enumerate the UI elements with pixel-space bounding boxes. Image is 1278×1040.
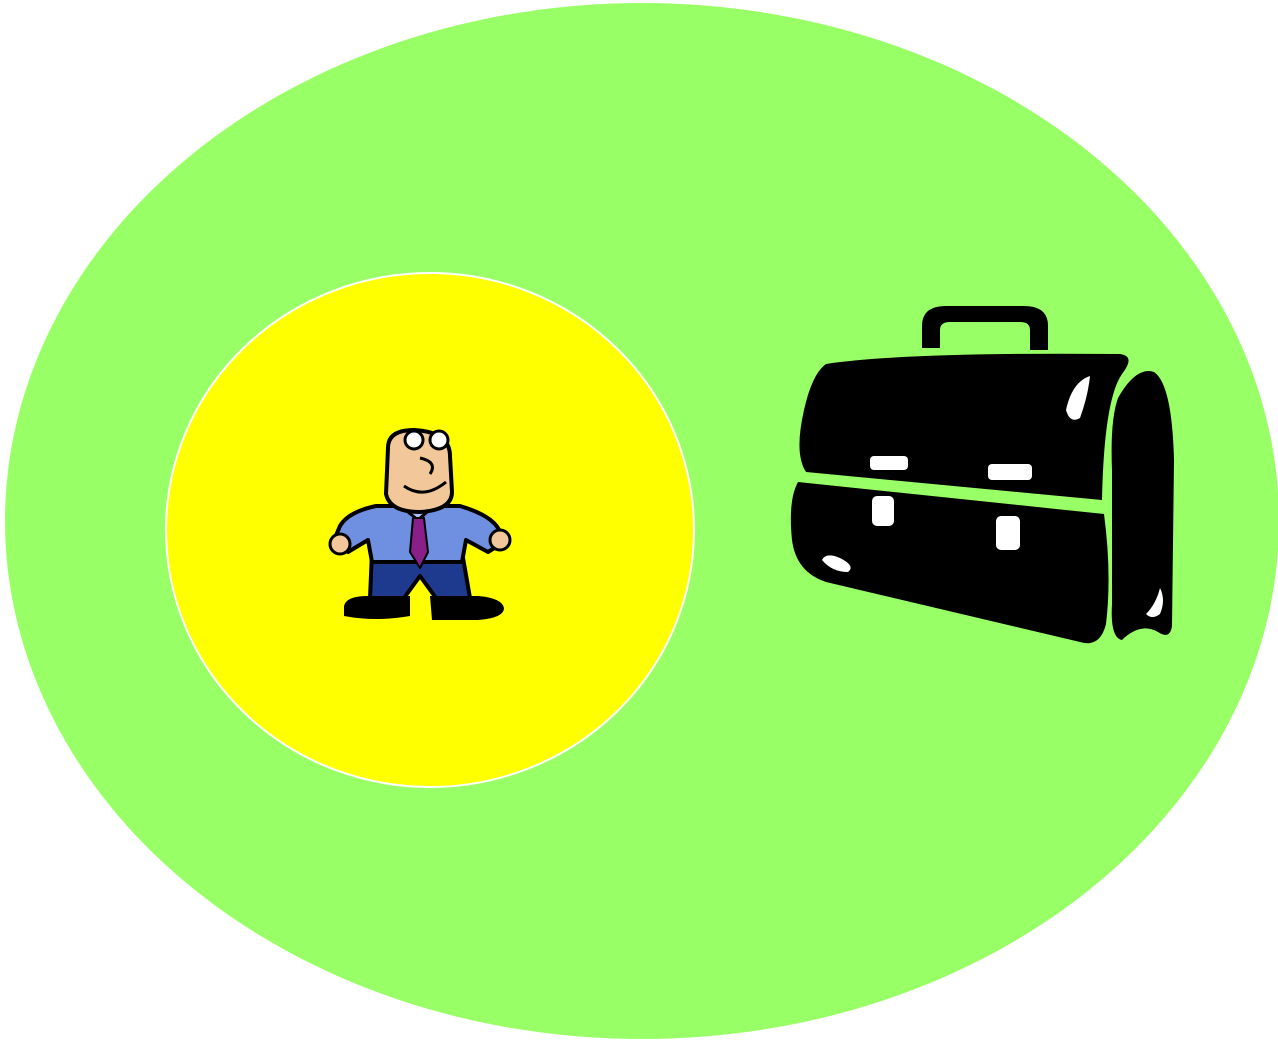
diagram-canvas xyxy=(0,0,1278,1040)
nested-circles-diagram xyxy=(0,0,1278,1040)
